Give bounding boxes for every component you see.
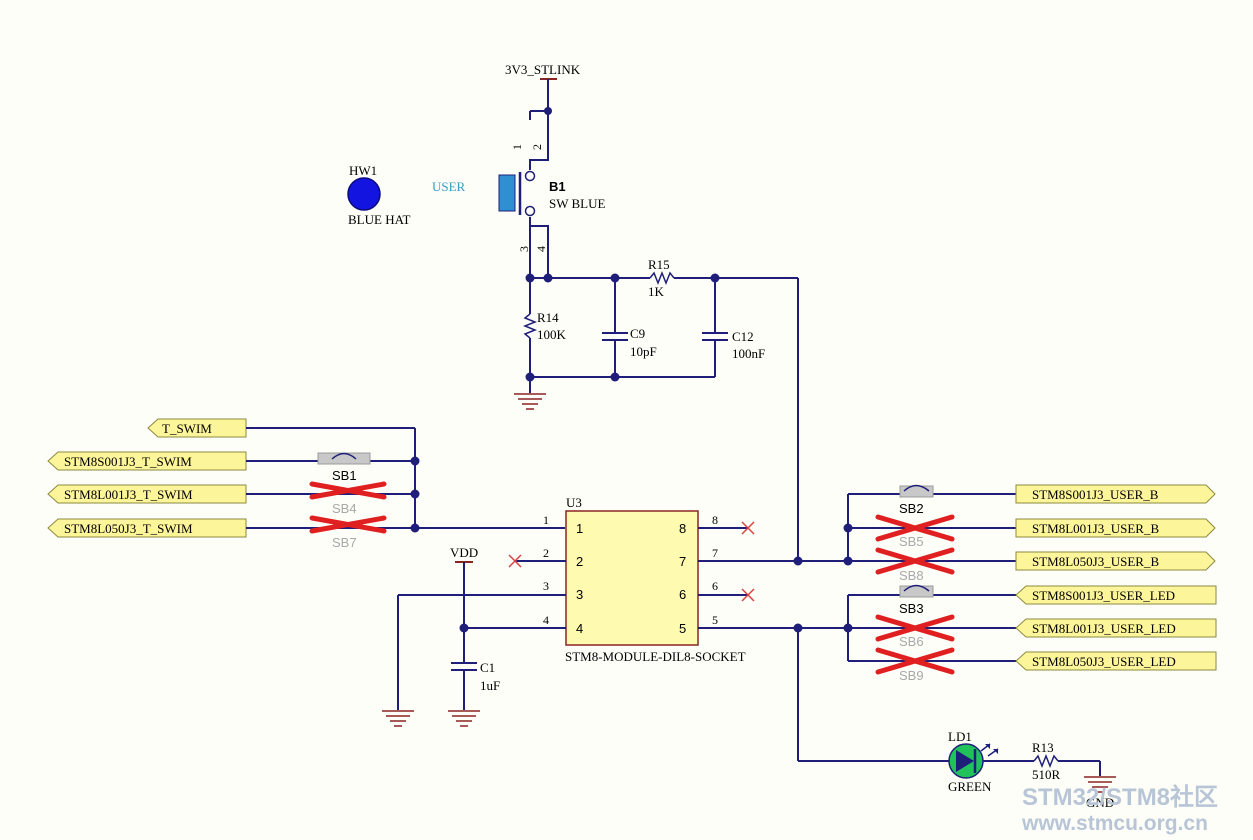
u3-pin7-name: 7 bbox=[679, 554, 686, 569]
c9-ref: C9 bbox=[630, 326, 645, 341]
hw1-value: BLUE HAT bbox=[348, 212, 411, 227]
sb8-label: SB8 bbox=[899, 568, 924, 583]
sb7-label: SB7 bbox=[332, 535, 357, 550]
u3-socket: U3 STM8-MODULE-DIL8-SOCKET 1 2 3 4 1 2 3… bbox=[398, 495, 798, 664]
ld1-value: GREEN bbox=[948, 779, 992, 794]
nc-mark-pin8 bbox=[741, 521, 755, 535]
b1-pin-2: 2 bbox=[530, 144, 544, 150]
r13-ref: R13 bbox=[1032, 740, 1054, 755]
port-stm8l001j3-t-swim: STM8L001J3_T_SWIM bbox=[64, 487, 193, 502]
sb2-label: SB2 bbox=[899, 501, 924, 516]
port-stm8s001j3-user-led: STM8S001J3_USER_LED bbox=[1032, 588, 1175, 603]
power-vdd-label: VDD bbox=[450, 545, 478, 560]
u3-pin6-num: 6 bbox=[712, 579, 718, 593]
sb1-bridge bbox=[317, 452, 371, 465]
sb3-label: SB3 bbox=[899, 601, 924, 616]
b1-pin-4: 4 bbox=[534, 246, 548, 252]
debounce-network: R15 1K R14 100K C9 10pF C12 100nF bbox=[514, 257, 799, 561]
u3-pin5-name: 5 bbox=[679, 621, 686, 636]
b1-pin-3: 3 bbox=[517, 246, 531, 252]
sb9-label: SB9 bbox=[899, 668, 924, 683]
watermark-line1: STM32/STM8社区 bbox=[1022, 783, 1218, 811]
r15-ref: R15 bbox=[648, 257, 670, 272]
vdd-decoupling: VDD C1 1uF bbox=[382, 545, 500, 727]
power-3v3-stlink: 3V3_STLINK bbox=[505, 62, 581, 111]
sb1-label: SB1 bbox=[332, 468, 357, 483]
b1-pin-1: 1 bbox=[510, 144, 524, 150]
u3-pin2-name: 2 bbox=[576, 554, 583, 569]
sb3-bridge bbox=[899, 585, 934, 598]
u3-pin4-name: 4 bbox=[576, 621, 583, 636]
port-t-swim: T_SWIM bbox=[162, 421, 212, 436]
sb6-label: SB6 bbox=[899, 634, 924, 649]
blue-hat-hw1: HW1 BLUE HAT bbox=[347, 163, 411, 227]
u3-pin1-name: 1 bbox=[576, 521, 583, 536]
u3-pin4-num: 4 bbox=[543, 613, 549, 627]
r15-resistor bbox=[649, 270, 675, 286]
gnd-symbol-pin3 bbox=[382, 710, 414, 727]
c9-value: 10pF bbox=[630, 344, 657, 359]
hw1-ref: HW1 bbox=[349, 163, 377, 178]
nc-mark-pin2 bbox=[508, 554, 522, 568]
gnd-symbol-c1 bbox=[448, 710, 480, 727]
u3-pin2-num: 2 bbox=[543, 546, 549, 560]
r15-value: 1K bbox=[648, 284, 665, 299]
u3-pin6-name: 6 bbox=[679, 587, 686, 602]
port-stm8l001j3-user-led: STM8L001J3_USER_LED bbox=[1032, 621, 1176, 636]
power-3v3-stlink-label: 3V3_STLINK bbox=[505, 62, 581, 77]
ld1-led bbox=[948, 743, 999, 779]
r14-resistor bbox=[522, 313, 538, 339]
c1-value: 1uF bbox=[480, 678, 500, 693]
b1-side-label: USER bbox=[432, 179, 466, 194]
c12-value: 100nF bbox=[732, 346, 765, 361]
u3-pin8-name: 8 bbox=[679, 521, 686, 536]
port-stm8s001j3-t-swim: STM8S001J3_T_SWIM bbox=[64, 454, 192, 469]
u3-pin3-num: 3 bbox=[543, 579, 549, 593]
port-stm8l001j3-user-b: STM8L001J3_USER_B bbox=[1032, 521, 1159, 536]
r14-ref: R14 bbox=[537, 310, 559, 325]
ld1-ref: LD1 bbox=[948, 729, 972, 744]
sb4-label: SB4 bbox=[332, 501, 357, 516]
hw1-body bbox=[347, 177, 381, 211]
watermark-line2: www.stmcu.org.cn bbox=[1021, 812, 1208, 835]
b1-value: SW BLUE bbox=[549, 196, 606, 211]
r13-value: 510R bbox=[1032, 767, 1061, 782]
swim-network: T_SWIM STM8S001J3_T_SWIM STM8L001J3_T_SW… bbox=[47, 418, 565, 550]
c12-ref: C12 bbox=[732, 329, 754, 344]
user-b-network: SB2 SB5 SB8 STM8S001J3_USER_B STM8L001J3… bbox=[793, 484, 1216, 583]
sb5-label: SB5 bbox=[899, 534, 924, 549]
b1-ref: B1 bbox=[549, 179, 566, 194]
sb2-bridge bbox=[899, 485, 934, 498]
u3-pin1-num: 1 bbox=[543, 513, 549, 527]
c1-ref: C1 bbox=[480, 660, 495, 675]
u3-pin3-name: 3 bbox=[576, 587, 583, 602]
u3-pin5-num: 5 bbox=[712, 613, 718, 627]
port-stm8l050j3-user-b: STM8L050J3_USER_B bbox=[1032, 554, 1159, 569]
switch-b1: 1 2 USER B1 SW BLUE 3 4 bbox=[432, 107, 606, 278]
gnd-label: GND bbox=[1086, 795, 1114, 810]
u3-pin8-num: 8 bbox=[712, 513, 718, 527]
port-stm8l050j3-t-swim: STM8L050J3_T_SWIM bbox=[64, 521, 193, 536]
b1-button-body bbox=[498, 174, 516, 212]
nc-mark-pin6 bbox=[741, 588, 755, 602]
port-stm8s001j3-user-b: STM8S001J3_USER_B bbox=[1032, 487, 1159, 502]
gnd-symbol-led bbox=[1084, 776, 1116, 793]
port-stm8l050j3-user-led: STM8L050J3_USER_LED bbox=[1032, 654, 1176, 669]
u3-pin7-num: 7 bbox=[712, 546, 718, 560]
u3-ref: U3 bbox=[566, 495, 582, 510]
user-led-network: SB3 SB6 SB9 STM8S001J3_USER_LED STM8L001… bbox=[793, 584, 1217, 810]
r13-resistor bbox=[1033, 753, 1059, 769]
u3-value: STM8-MODULE-DIL8-SOCKET bbox=[565, 649, 746, 664]
u3-body bbox=[565, 510, 699, 646]
gnd-symbol-debounce bbox=[514, 393, 546, 410]
r14-value: 100K bbox=[537, 327, 567, 342]
